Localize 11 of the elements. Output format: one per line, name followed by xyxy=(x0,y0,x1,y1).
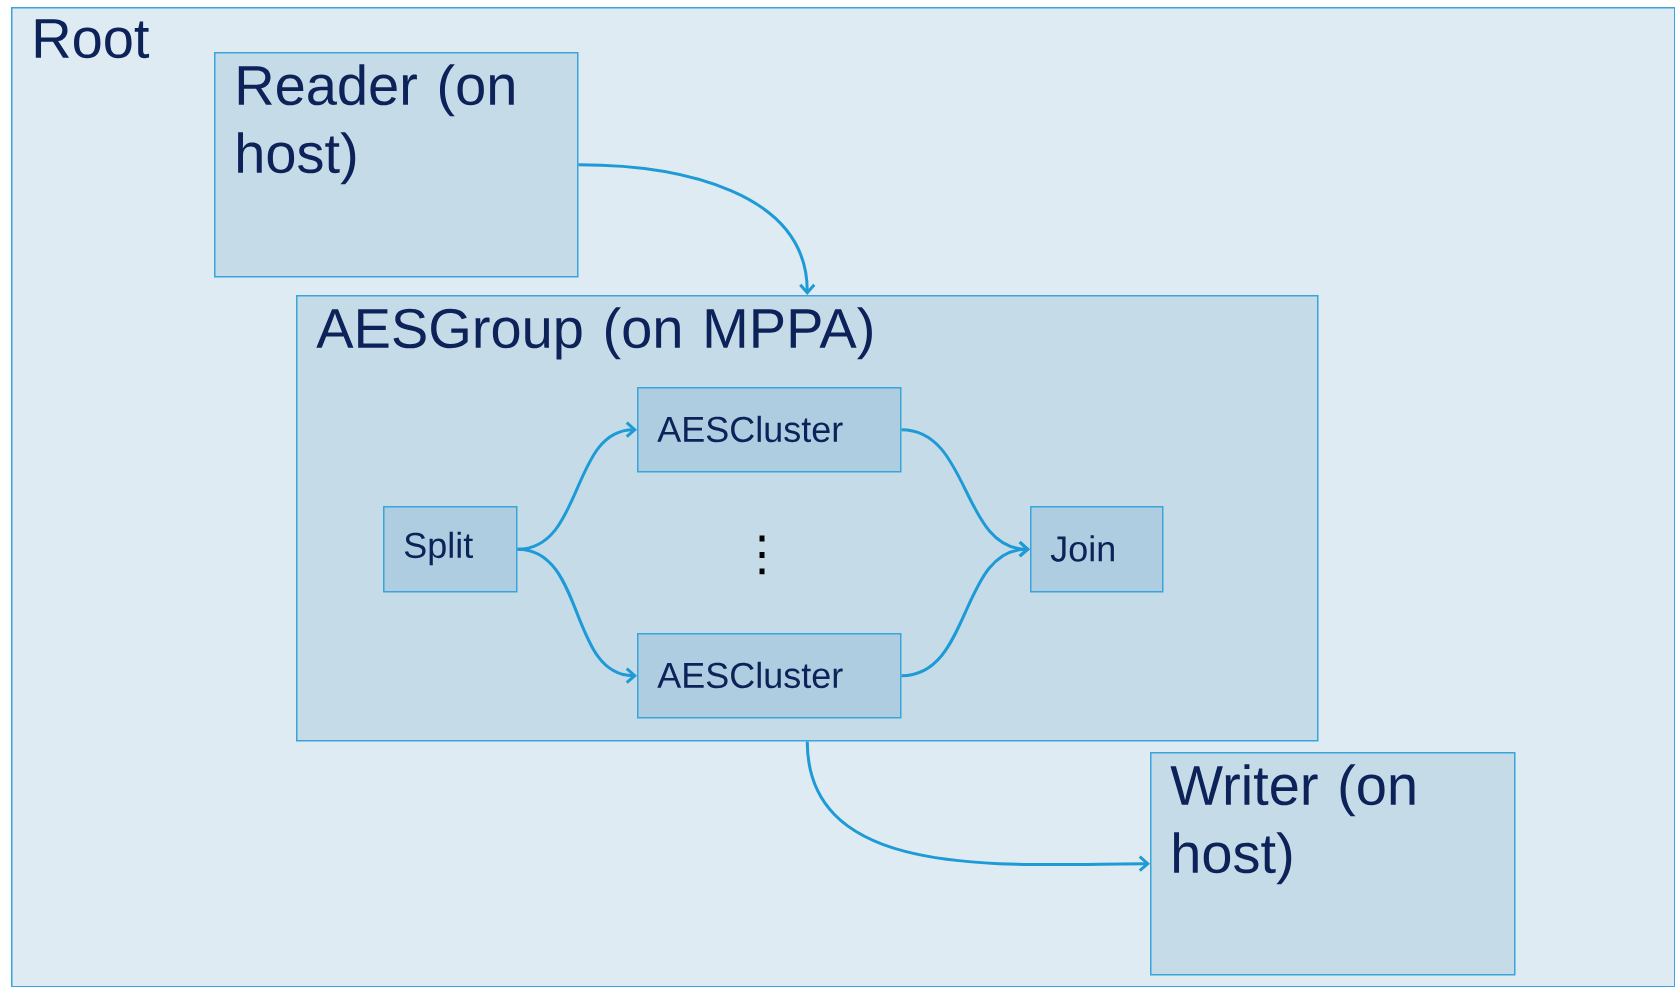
process-box: AESCluster xyxy=(637,633,902,719)
process-box: Split xyxy=(383,506,518,593)
ellipsis-dots: ⋮ xyxy=(759,535,765,575)
arrow xyxy=(805,741,1150,872)
process-box: AESCluster xyxy=(637,387,902,473)
process-box: Writer (on host) xyxy=(1150,752,1516,976)
process-box: Join xyxy=(1030,506,1164,593)
arrow xyxy=(517,547,637,684)
arrow xyxy=(578,163,816,295)
process-box: Reader (on host) xyxy=(214,52,579,278)
arrow xyxy=(901,541,1030,678)
